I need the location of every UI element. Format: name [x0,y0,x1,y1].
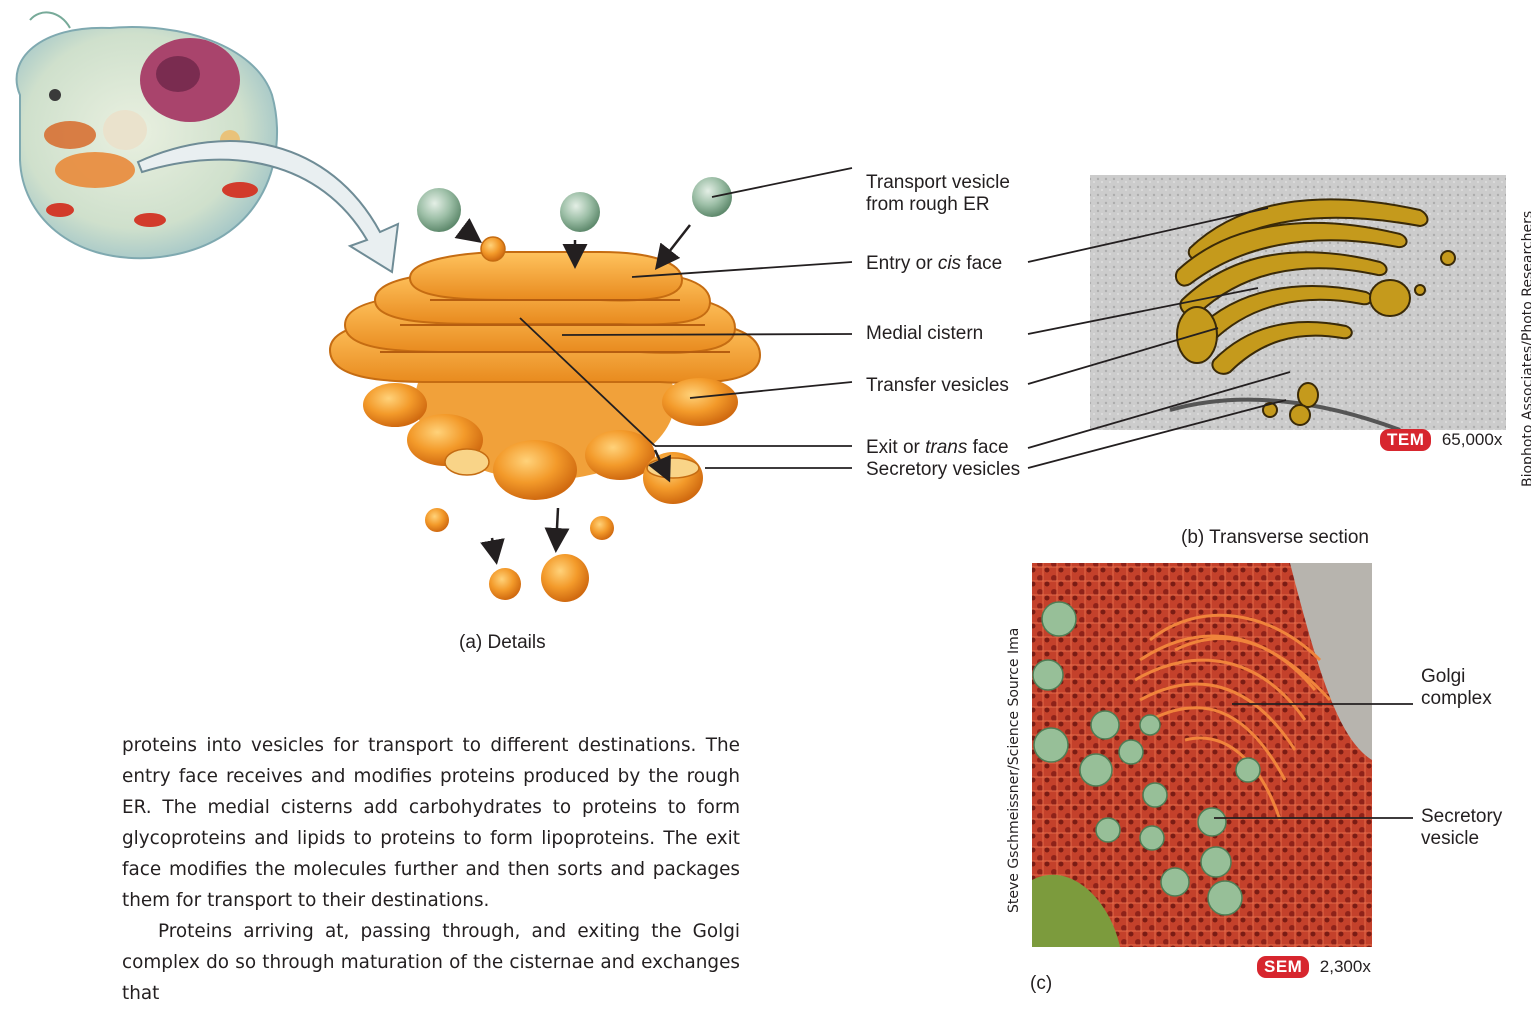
sem-badge: SEM [1257,956,1309,978]
caption-c: (c) [1030,973,1052,995]
label-secretory-vesicles: Secretory vesicles [866,459,1020,481]
tem-mag-value: 65,000x [1442,430,1503,449]
transport-vesicle [417,188,461,232]
tem-photo-credit: Biophoto Associates/Photo Researchers [1520,187,1531,487]
tem-magnification: TEM 65,000x [1380,429,1502,451]
body-paragraph-1: proteins into vesicles for transport to … [122,730,740,916]
body-paragraph-2: Proteins arriving at, passing through, a… [122,916,740,1009]
body-text: proteins into vesicles for transport to … [122,730,740,1009]
sem-mag-value: 2,300x [1320,957,1371,976]
label-transport-vesicle: Transport vesicle from rough ER [866,172,1010,216]
label-golgi-complex: Golgi complex [1421,666,1492,710]
transport-vesicle [560,192,600,232]
caption-b: (b) Transverse section [1181,527,1369,549]
label-exit-face: Exit or trans face [866,437,1009,459]
label-medial-cistern: Medial cistern [866,323,983,345]
tem-micrograph [1090,175,1506,430]
sem-photo-credit: Steve Gschmeissner/Science Source Ima [1006,613,1022,913]
caption-a: (a) Details [459,632,546,654]
cell-thumbnail [17,12,277,258]
label-entry-face: Entry or cis face [866,253,1002,275]
label-secretory-vesicle: Secretory vesicle [1421,806,1502,850]
sem-magnification: SEM 2,300x [1257,956,1371,978]
label-transfer-vesicles: Transfer vesicles [866,375,1009,397]
sem-micrograph [1032,563,1372,947]
tem-badge: TEM [1380,429,1431,451]
golgi-illustration [330,237,760,602]
